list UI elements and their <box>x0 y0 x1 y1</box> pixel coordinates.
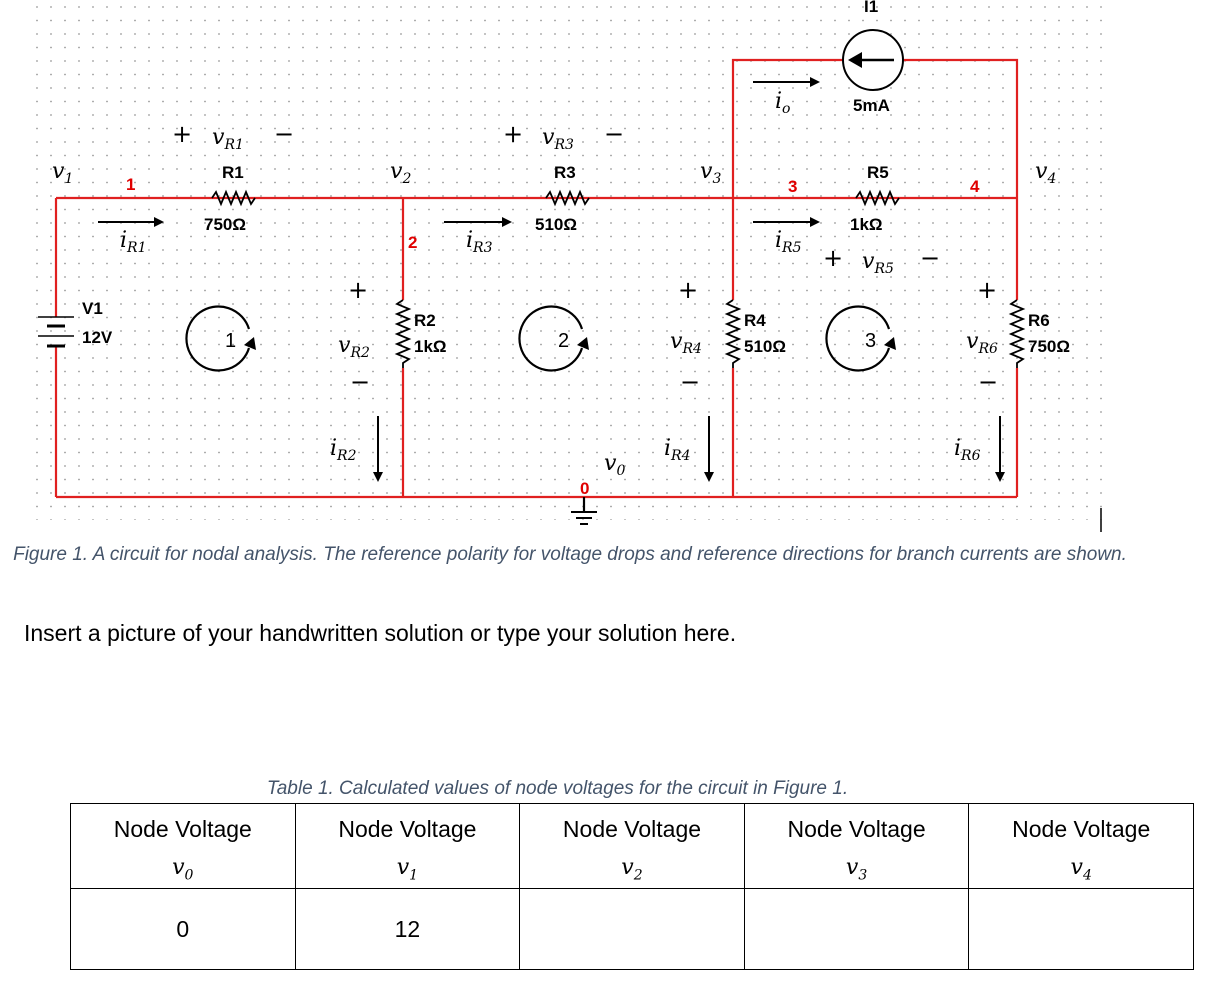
loop-2-number: 2 <box>558 330 569 352</box>
r5-name: R5 <box>867 163 889 182</box>
v1-node-label: v1 <box>52 159 73 187</box>
circuit-diagram: V1 12V I1 5mA R1 750Ω R3 510Ω R5 1kΩ R2 … <box>30 0 1110 532</box>
resistor-zigzags <box>211 189 1026 368</box>
ir4-label: iR4 <box>664 436 691 464</box>
ir5-label: iR5 <box>775 228 802 256</box>
v0-node-label: v0 <box>604 451 625 479</box>
wire-i1-left <box>731 58 843 198</box>
dot-grid <box>30 0 1110 520</box>
r3-name: R3 <box>554 163 576 182</box>
vr2-minus-sign: − <box>350 368 370 396</box>
table-caption: Table 1. Calculated values of node volta… <box>266 778 849 799</box>
r5-zigzag <box>855 189 900 207</box>
io-label: io <box>775 89 790 117</box>
i1-value: 5mA <box>853 96 890 115</box>
r6-zigzag <box>1008 299 1026 368</box>
r4-name: R4 <box>744 311 766 330</box>
v1-source-value: 12V <box>82 328 113 347</box>
r1-zigzag <box>211 189 256 207</box>
vr3-minus-sign: − <box>604 120 624 148</box>
current-source-symbol <box>842 29 904 91</box>
v1-source-name: V1 <box>82 299 103 318</box>
value-cell-v0[interactable]: 0 <box>70 888 296 970</box>
vr4-plus-sign: + <box>678 276 698 304</box>
vr2-label: vR2 <box>338 333 370 361</box>
vr1-minus-sign: − <box>274 120 294 148</box>
r3-value: 510Ω <box>535 215 577 234</box>
table-value-row: 0 12 <box>70 888 1194 970</box>
r4-zigzag <box>724 299 742 368</box>
value-cell-v2[interactable] <box>519 888 745 970</box>
ir1-label: iR1 <box>120 228 147 256</box>
node-0-number: 0 <box>580 479 589 498</box>
loop-3-number: 3 <box>865 330 876 352</box>
value-cell-v4[interactable] <box>968 888 1194 970</box>
vr3-label: vR3 <box>542 125 574 153</box>
vr6-minus-sign: − <box>978 368 998 396</box>
vr3-plus-sign: + <box>503 120 523 148</box>
vr5-minus-sign: − <box>920 244 940 272</box>
battery-symbol <box>38 316 74 348</box>
loop-1-number: 1 <box>225 330 236 352</box>
mesh-loop-3: 3 <box>825 305 896 372</box>
r3-zigzag <box>545 189 590 207</box>
value-cell-v1[interactable]: 12 <box>294 888 521 970</box>
current-arrows <box>98 77 1005 482</box>
wire-i1-right <box>903 58 1019 198</box>
r2-name: R2 <box>414 311 436 330</box>
solution-prompt[interactable]: Insert a picture of your handwritten sol… <box>24 620 737 646</box>
ir6-label: iR6 <box>954 436 981 464</box>
vr6-label: vR6 <box>966 329 998 357</box>
node-3-number: 3 <box>788 177 797 196</box>
v4-node-label: v4 <box>1035 159 1056 187</box>
r6-value: 750Ω <box>1028 337 1070 356</box>
vr1-label: vR1 <box>212 125 244 153</box>
r2-value: 1kΩ <box>414 337 447 356</box>
r2-zigzag <box>394 299 412 368</box>
vr5-plus-sign: + <box>823 244 843 272</box>
ir2-label: iR2 <box>330 436 357 464</box>
vr4-label: vR4 <box>670 329 702 357</box>
v2-node-label: v2 <box>390 159 411 187</box>
ground-symbol <box>571 511 597 525</box>
i1-name: I1 <box>864 0 878 16</box>
r4-value: 510Ω <box>744 337 786 356</box>
value-cell-v3[interactable] <box>743 888 970 970</box>
r6-name: R6 <box>1028 311 1050 330</box>
vr4-minus-sign: − <box>680 368 700 396</box>
node-1-number: 1 <box>126 175 135 194</box>
r5-value: 1kΩ <box>850 215 883 234</box>
vr6-plus-sign: + <box>977 276 997 304</box>
vr5-label: vR5 <box>862 249 894 277</box>
mesh-loop-2: 2 <box>518 305 589 372</box>
v3-node-label: v3 <box>700 159 721 187</box>
vr2-plus-sign: + <box>348 276 368 304</box>
ir3-label: iR3 <box>466 228 493 256</box>
r1-value: 750Ω <box>204 215 246 234</box>
vr1-plus-sign: + <box>172 120 192 148</box>
r1-name: R1 <box>222 163 244 182</box>
mesh-loop-1: 1 <box>185 305 256 372</box>
figure-caption: Figure 1. A circuit for nodal analysis. … <box>13 544 1127 565</box>
node-4-number: 4 <box>970 177 980 196</box>
node-2-number: 2 <box>408 233 417 252</box>
